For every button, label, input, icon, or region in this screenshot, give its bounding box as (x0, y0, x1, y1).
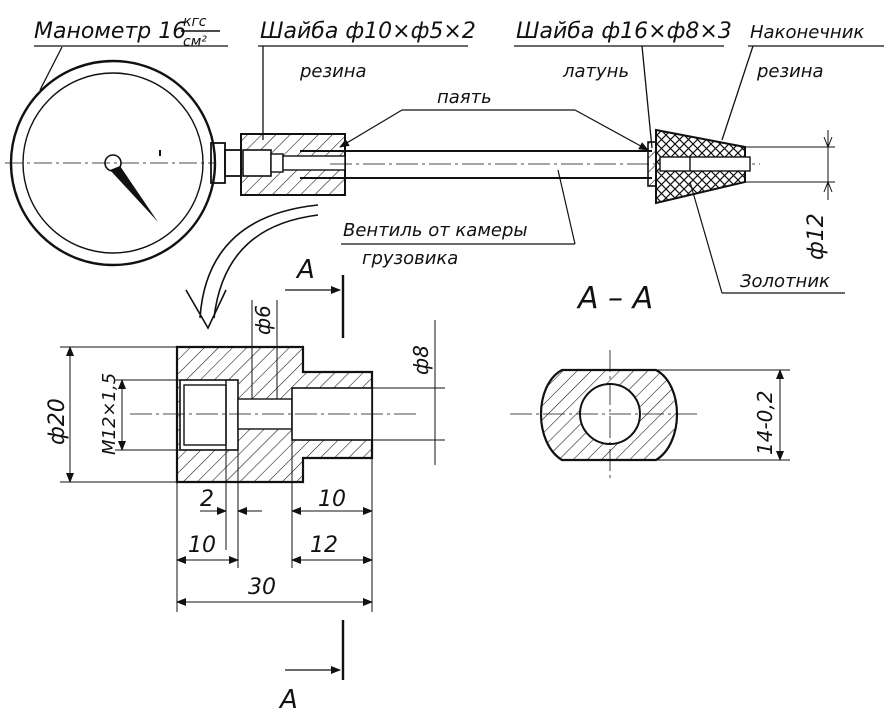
label-valve-line2: грузовика (362, 248, 458, 269)
dim-flat: 14-0,2 (753, 391, 777, 455)
dim-d12: ф12 (804, 213, 829, 260)
gauge-needle (110, 166, 158, 222)
label-washer2: Шайба ф16×ф8×3 (516, 19, 732, 44)
dim-l30: 30 (248, 575, 276, 600)
dim-l2: 2 (200, 487, 214, 512)
section-aa (510, 350, 700, 478)
svg-text:А: А (295, 255, 315, 285)
dim-thread: М12×1,5 (99, 373, 120, 455)
dim-d8: ф8 (409, 345, 433, 375)
label-tip: Наконечник (750, 22, 864, 43)
label-gauge-unit-num: кгс (183, 14, 207, 30)
brass-washer (647, 141, 657, 187)
label-washer1-material: резина (299, 61, 367, 82)
adapter-section (130, 345, 420, 484)
section-mark-bottom: А (278, 620, 345, 715)
dim-l12: 12 (310, 533, 338, 558)
label-tip-material: резина (756, 61, 824, 82)
dim-l10-left: 10 (188, 533, 216, 558)
label-valve-line1: Вентиль от камеры (343, 220, 528, 241)
label-gauge: Манометр 16 (34, 19, 186, 44)
label-solder: паять (437, 87, 492, 108)
adapter-top (240, 133, 346, 196)
label-washer1: Шайба ф10×ф5×2 (260, 19, 476, 44)
section-title: А – А (576, 281, 653, 316)
section-mark-top: А (285, 255, 345, 338)
pressure-gauge (5, 59, 242, 267)
dim-l10-right: 10 (318, 487, 346, 512)
label-spool: Золотник (740, 271, 830, 292)
svg-text:А: А (278, 685, 298, 715)
label-washer2-material: латунь (562, 61, 629, 82)
dim-d20: ф20 (45, 398, 70, 445)
dim-d6: ф6 (251, 305, 275, 335)
rubber-tip (655, 128, 835, 205)
label-gauge-unit-den: см² (183, 34, 207, 50)
